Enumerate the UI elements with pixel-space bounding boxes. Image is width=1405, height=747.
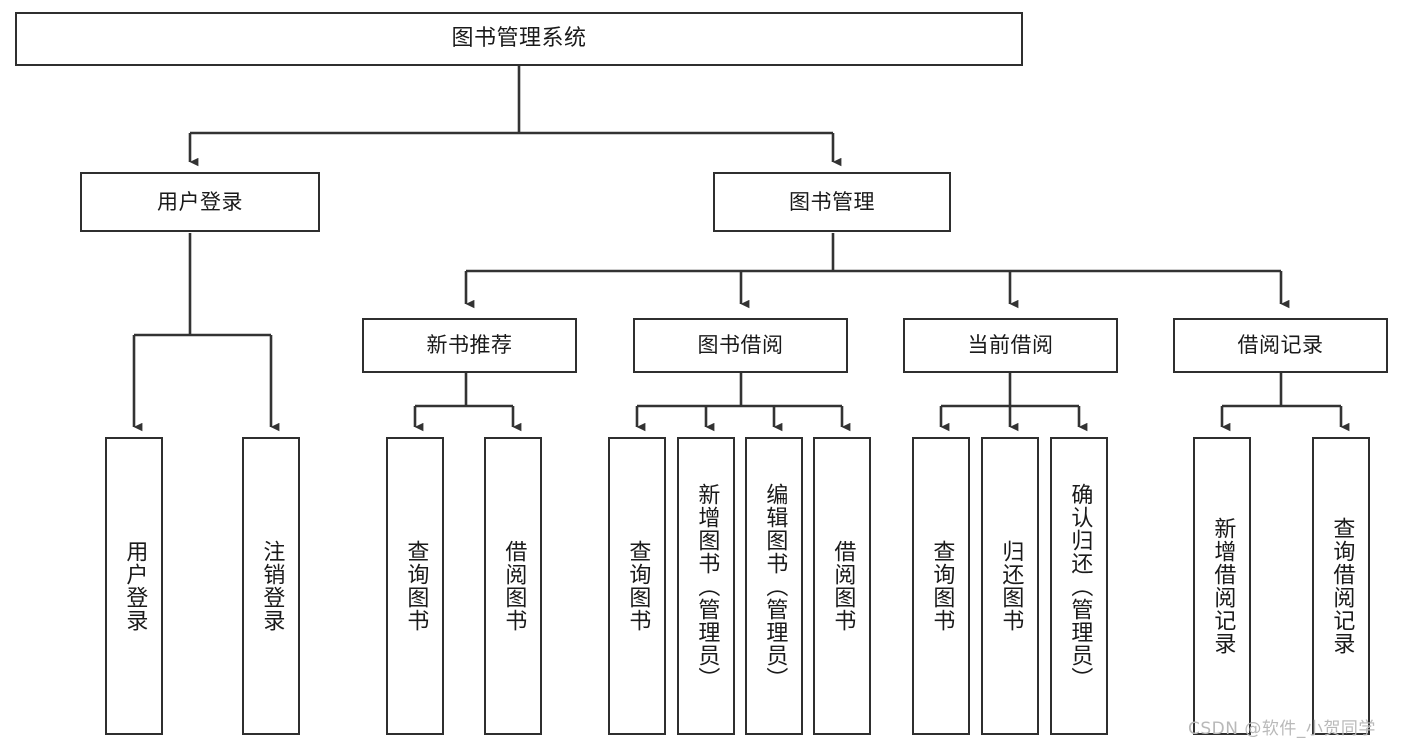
node-new-book-recommend[interactable]: 新书推荐	[362, 318, 577, 373]
node-book-borrow[interactable]: 图书借阅	[633, 318, 848, 373]
node-label: 图书借阅	[697, 333, 784, 358]
leaf-recommend-query-book[interactable]: 查询图书	[386, 437, 444, 735]
node-label: 借阅记录	[1237, 333, 1324, 358]
node-label: 查询借阅记录	[1329, 517, 1355, 655]
node-label: 新增图书（管理员）	[694, 482, 720, 690]
node-label: 编辑图书（管理员）	[762, 482, 788, 690]
node-current-borrow[interactable]: 当前借阅	[903, 318, 1118, 373]
node-label: 当前借阅	[967, 333, 1054, 358]
node-label: 归还图书	[998, 540, 1024, 632]
node-label: 图书管理	[789, 189, 875, 214]
leaf-current-query-book[interactable]: 查询图书	[912, 437, 970, 735]
leaf-borrow-borrow-book[interactable]: 借阅图书	[813, 437, 871, 735]
node-user-login[interactable]: 用户登录	[80, 172, 320, 232]
node-label: 查询图书	[625, 540, 651, 632]
node-label: 查询图书	[403, 540, 429, 632]
node-borrow-record[interactable]: 借阅记录	[1173, 318, 1388, 373]
leaf-borrow-query-book[interactable]: 查询图书	[608, 437, 666, 735]
node-root-system[interactable]: 图书管理系统	[15, 12, 1023, 66]
node-label: 新增借阅记录	[1210, 517, 1236, 655]
node-label: 借阅图书	[830, 540, 856, 632]
watermark-text: CSDN @软件_小贺同学	[1188, 719, 1376, 739]
leaf-user-login-signout[interactable]: 注销登录	[242, 437, 300, 735]
node-book-management[interactable]: 图书管理	[713, 172, 951, 232]
node-label: 图书管理系统	[451, 26, 587, 52]
leaf-borrow-edit-book-admin[interactable]: 编辑图书（管理员）	[745, 437, 803, 735]
leaf-borrow-add-book-admin[interactable]: 新增图书（管理员）	[677, 437, 735, 735]
node-label: 注销登录	[259, 540, 285, 632]
leaf-recommend-borrow-book[interactable]: 借阅图书	[484, 437, 542, 735]
node-label: 查询图书	[929, 540, 955, 632]
node-label: 借阅图书	[501, 540, 527, 632]
node-label: 确认归还（管理员）	[1067, 482, 1093, 690]
node-label: 新书推荐	[426, 333, 513, 358]
leaf-user-login-signin[interactable]: 用户登录	[105, 437, 163, 735]
leaf-record-query-record[interactable]: 查询借阅记录	[1312, 437, 1370, 735]
node-label: 用户登录	[157, 189, 243, 214]
leaf-record-add-record[interactable]: 新增借阅记录	[1193, 437, 1251, 735]
leaf-current-return-book[interactable]: 归还图书	[981, 437, 1039, 735]
node-label: 用户登录	[122, 540, 148, 632]
leaf-current-confirm-return-admin[interactable]: 确认归还（管理员）	[1050, 437, 1108, 735]
